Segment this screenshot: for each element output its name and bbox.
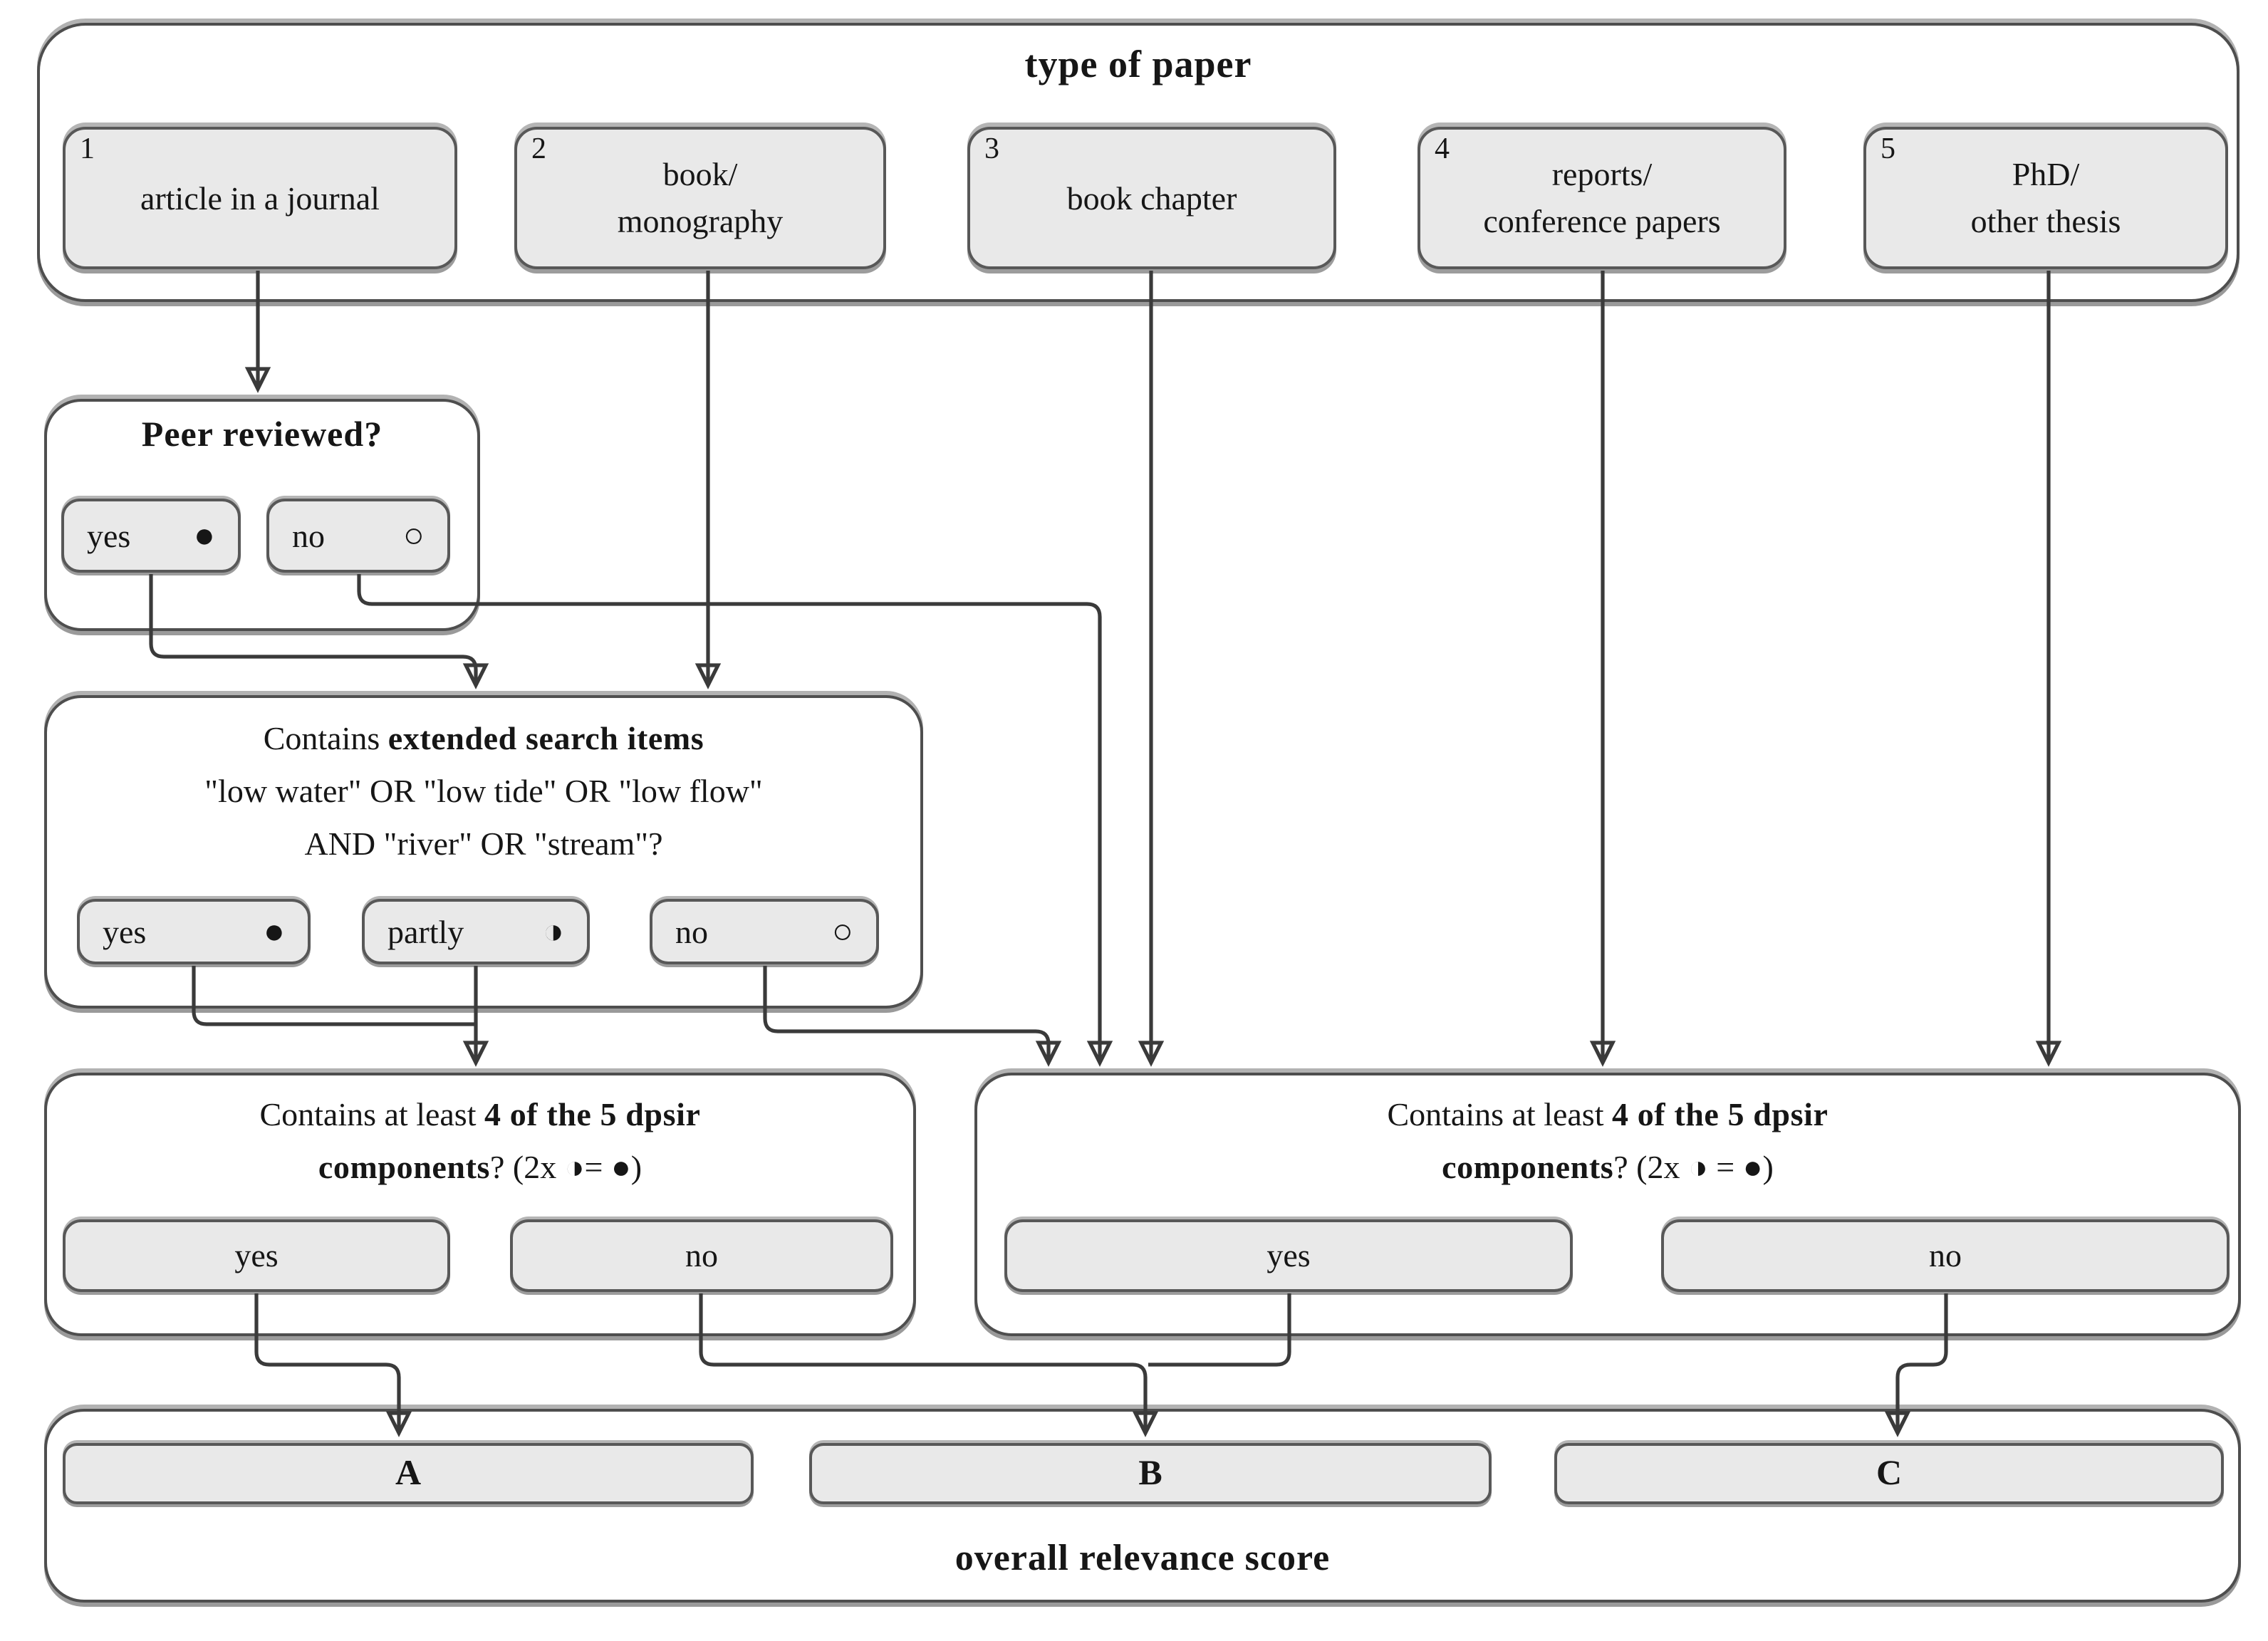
type-box-reports-conference[interactable]: 4 reports/ conference papers bbox=[1418, 127, 1786, 269]
type-box-2-label-line2: monography bbox=[617, 204, 784, 239]
dpsir-left-line2-bold: components bbox=[318, 1150, 490, 1185]
type-box-4-number: 4 bbox=[1435, 131, 1450, 165]
extended-search-no-option[interactable]: no ○ bbox=[650, 899, 879, 964]
extended-search-line1-regular: Contains bbox=[263, 721, 388, 756]
type-box-2-number: 2 bbox=[531, 131, 546, 165]
extsearch-no-label: no bbox=[675, 914, 708, 949]
type-box-book-chapter[interactable]: 3 book chapter bbox=[967, 127, 1336, 269]
type-box-5-number: 5 bbox=[1881, 131, 1895, 165]
extended-search-line2: "low water" OR "low tide" OR "low flow" bbox=[204, 773, 763, 809]
empty-circle-icon: ○ bbox=[831, 912, 853, 951]
peer-reviewed-title: Peer reviewed? bbox=[47, 416, 477, 456]
dpsir-left-yes-label: yes bbox=[234, 1238, 279, 1273]
score-b-box[interactable]: B bbox=[809, 1443, 1492, 1504]
dpsir-right-line2-suffix: ? (2x ◑ = ●) bbox=[1613, 1150, 1774, 1185]
extended-search-question: Contains extended search items "low wate… bbox=[47, 712, 920, 870]
overall-score-panel: overall relevance score bbox=[44, 1409, 2241, 1603]
dpsir-left-panel: Contains at least 4 of the 5 dpsir compo… bbox=[44, 1073, 916, 1336]
type-box-1-label: article in a journal bbox=[140, 180, 380, 216]
peer-yes-label: yes bbox=[87, 518, 131, 553]
dpsir-left-no-option[interactable]: no bbox=[510, 1219, 893, 1292]
peer-reviewed-title-qmark: ? bbox=[364, 416, 383, 454]
score-c-box[interactable]: C bbox=[1554, 1443, 2224, 1504]
dpsir-right-line2: components? (2x ◑ = ●) bbox=[977, 1141, 2238, 1194]
type-box-1-number: 1 bbox=[80, 131, 95, 165]
dpsir-right-no-option[interactable]: no bbox=[1661, 1219, 2230, 1292]
score-a-box[interactable]: A bbox=[63, 1443, 754, 1504]
extended-search-line3: AND "river" OR "stream"? bbox=[304, 826, 663, 862]
type-box-book-monography[interactable]: 2 book/ monography bbox=[514, 127, 886, 269]
dpsir-right-line1-regular: Contains at least bbox=[1387, 1097, 1612, 1132]
dpsir-left-line2-suffix: ? (2x ◑= ●) bbox=[490, 1150, 643, 1185]
extended-search-line1: Contains extended search items bbox=[47, 712, 920, 765]
type-box-phd-thesis[interactable]: 5 PhD/ other thesis bbox=[1863, 127, 2228, 269]
empty-circle-icon: ○ bbox=[402, 516, 425, 555]
peer-reviewed-yes-option[interactable]: yes ● bbox=[61, 499, 241, 573]
type-of-paper-title: type of paper bbox=[1024, 43, 1252, 85]
dpsir-right-line1: Contains at least 4 of the 5 dpsir bbox=[977, 1088, 2238, 1141]
dpsir-left-line1: Contains at least 4 of the 5 dpsir bbox=[47, 1088, 913, 1141]
dpsir-right-panel: Contains at least 4 of the 5 dpsir compo… bbox=[974, 1073, 2241, 1336]
type-box-article-journal[interactable]: 1 article in a journal bbox=[63, 127, 457, 269]
dpsir-right-line2-bold: components bbox=[1442, 1150, 1614, 1185]
dpsir-right-yes-option[interactable]: yes bbox=[1004, 1219, 1573, 1292]
extended-search-yes-option[interactable]: yes ● bbox=[77, 899, 311, 964]
half-circle-icon: ◑ bbox=[542, 912, 564, 951]
type-box-4-label-line1: reports/ bbox=[1551, 157, 1653, 192]
dpsir-left-line1-bold: 4 of the 5 dpsir bbox=[484, 1097, 701, 1132]
dpsir-right-no-label: no bbox=[1929, 1238, 1962, 1273]
type-box-3-number: 3 bbox=[984, 131, 999, 165]
score-a-label: A bbox=[395, 1454, 422, 1493]
dpsir-left-line1-regular: Contains at least bbox=[259, 1097, 484, 1132]
dpsir-left-yes-option[interactable]: yes bbox=[63, 1219, 450, 1292]
type-box-5-label-line1: PhD/ bbox=[2012, 157, 2080, 192]
filled-circle-icon: ● bbox=[263, 912, 285, 951]
extended-search-partly-option[interactable]: partly ◑ bbox=[362, 899, 590, 964]
dpsir-left-no-label: no bbox=[685, 1238, 718, 1273]
peer-no-label: no bbox=[292, 518, 325, 553]
dpsir-right-question: Contains at least 4 of the 5 dpsir compo… bbox=[977, 1088, 2238, 1194]
type-box-5-label-line2: other thesis bbox=[1970, 204, 2121, 239]
extended-search-line1-bold: extended search items bbox=[387, 721, 704, 756]
type-box-2-label-line1: book/ bbox=[662, 157, 738, 192]
score-b-label: B bbox=[1138, 1454, 1162, 1493]
type-box-4-label-line2: conference papers bbox=[1483, 204, 1721, 239]
dpsir-left-line2: components? (2x ◑= ●) bbox=[47, 1141, 913, 1194]
dpsir-right-line1-bold: 4 of the 5 dpsir bbox=[1612, 1097, 1829, 1132]
dpsir-left-question: Contains at least 4 of the 5 dpsir compo… bbox=[47, 1088, 913, 1194]
peer-reviewed-no-option[interactable]: no ○ bbox=[266, 499, 450, 573]
extsearch-yes-label: yes bbox=[103, 914, 147, 949]
dpsir-right-yes-label: yes bbox=[1266, 1238, 1311, 1273]
score-c-label: C bbox=[1876, 1454, 1903, 1493]
peer-reviewed-title-text: Peer reviewed bbox=[141, 416, 365, 454]
overall-score-title: overall relevance score bbox=[954, 1537, 1331, 1578]
filled-circle-icon: ● bbox=[193, 516, 215, 555]
extsearch-partly-label: partly bbox=[387, 914, 464, 949]
type-box-3-label: book chapter bbox=[1066, 180, 1237, 216]
